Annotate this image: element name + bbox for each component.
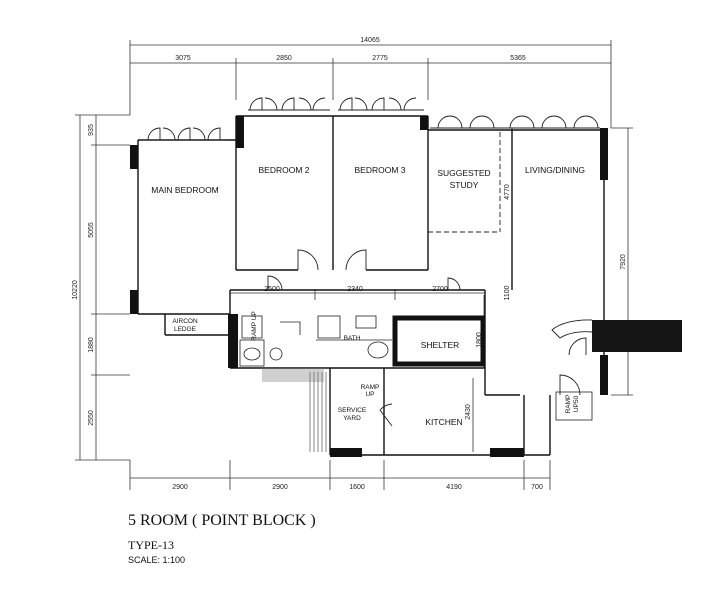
plan-title: 5 ROOM ( POINT BLOCK ): [128, 512, 316, 529]
dim-bottom-3: 1600: [349, 484, 365, 491]
ramp-small-label: RAMP UP: [251, 311, 258, 341]
dim-top-2: 2850: [276, 55, 292, 62]
dim-bottom-2: 2900: [272, 484, 288, 491]
ramp-up-line1: RAMP: [361, 384, 380, 391]
dim-top-4: 5365: [510, 55, 526, 62]
room-aircon-line1: AIRCON: [172, 318, 198, 325]
dim-left-3: 1880: [88, 337, 95, 353]
room-service-yard-line1: SERVICE: [338, 407, 367, 414]
room-study-line1: SUGGESTED: [437, 168, 490, 178]
room-study-line2: STUDY: [450, 180, 479, 190]
dim-kitchen-height: 2430: [465, 404, 472, 420]
dim-left-4: 2550: [88, 410, 95, 426]
shadow-region: [262, 368, 324, 382]
ramp-landing: [555, 391, 593, 421]
ramp-up50-line2: UP50: [573, 395, 580, 412]
dim-top-3: 2775: [372, 55, 388, 62]
dim-top-1: 3075: [175, 55, 191, 62]
bath-fixtures: [239, 315, 392, 367]
entrance-swing: [551, 319, 593, 339]
room-aircon-line2: LEDGE: [174, 326, 197, 333]
dim-left-1: 935: [88, 124, 95, 136]
doors: [267, 249, 587, 427]
room-bedroom-2: BEDROOM 2: [258, 165, 309, 175]
service-yard-hatch: [309, 372, 327, 452]
study-boundary: [428, 132, 501, 233]
dim-study-height: 4770: [504, 184, 511, 200]
dim-left-overall: 10220: [72, 280, 79, 300]
room-service-yard-line2: YARD: [343, 415, 361, 422]
main-entrance-door: [592, 320, 682, 352]
dim-bottom-4: 4190: [446, 484, 462, 491]
wall-posts: [130, 116, 608, 457]
room-bedroom-3: BEDROOM 3: [354, 165, 405, 175]
room-shelter: SHELTER: [421, 340, 460, 350]
plan-scale: SCALE: 1:100: [128, 555, 186, 565]
windows: [140, 97, 600, 141]
ramp-up50-line1: RAMP: [565, 395, 572, 414]
dim-bottom-5: 700: [531, 484, 543, 491]
plan-type: TYPE-13: [128, 538, 174, 552]
shelter-room: [392, 315, 486, 367]
room-kitchen: KITCHEN: [425, 417, 462, 427]
room-bath-label: BATH: [344, 335, 361, 342]
dim-left-2: 5055: [88, 222, 95, 238]
dim-corridor-a: 1100: [504, 285, 511, 300]
ramp-up-line2: UP: [365, 391, 374, 398]
dim-top-overall: 14065: [360, 37, 380, 44]
dim-corridor-b: 1800: [476, 332, 483, 348]
room-main-bedroom: MAIN BEDROOM: [151, 185, 219, 195]
room-living-dining: LIVING/DINING: [525, 165, 585, 175]
dim-right: 7920: [620, 254, 627, 270]
dim-bottom-1: 2900: [172, 484, 188, 491]
